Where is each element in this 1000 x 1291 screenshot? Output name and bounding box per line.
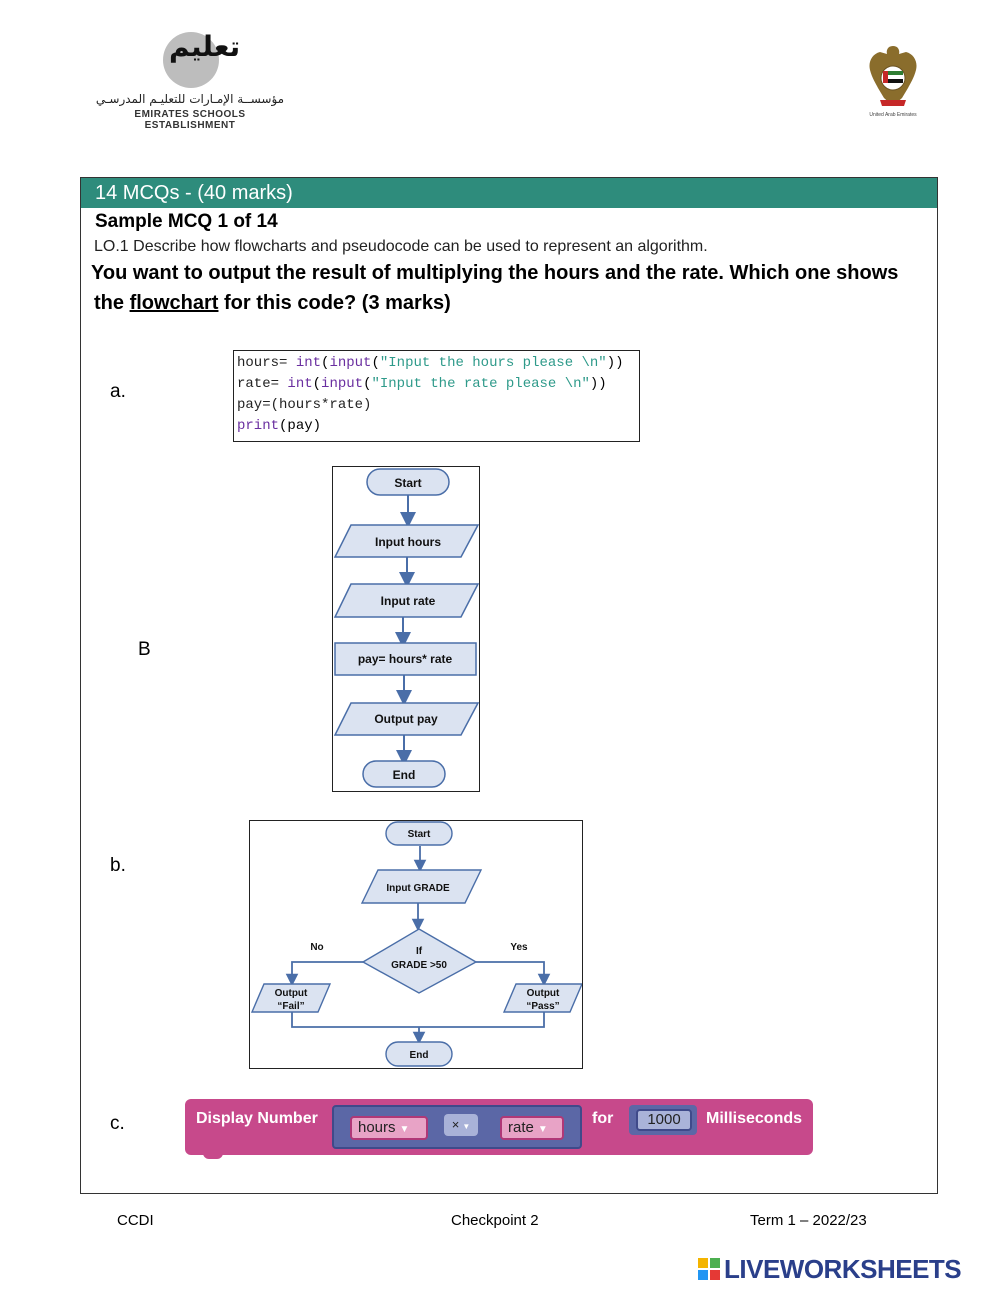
footer-course: CCDI (117, 1212, 154, 1229)
block-milliseconds-label: Milliseconds (706, 1110, 803, 1127)
variable-rate-pill[interactable]: rate▼ (500, 1116, 564, 1140)
learning-objective: LO.1 Describe how flowcharts and pseudoc… (94, 238, 708, 255)
flow-start-shape (366, 468, 450, 496)
uae-emblem: United Arab Emirates (858, 40, 928, 122)
flow-b-yes-label: Yes (510, 942, 528, 953)
code-token: print (237, 418, 280, 434)
dropdown-arrow-icon: ▼ (399, 1124, 410, 1135)
operator-label: × (451, 1117, 460, 1132)
option-c-label[interactable]: c. (110, 1113, 125, 1134)
block-code-option-c[interactable]: Display Number hours▼ ×▼ rate▼ for 1000 … (185, 1099, 813, 1159)
flow-b-pass-shape (502, 983, 584, 1013)
flow-b-decision-shape (361, 928, 478, 994)
multiply-expression-block[interactable]: hours▼ ×▼ rate▼ (332, 1105, 582, 1149)
flow-input-rate-shape (333, 583, 480, 618)
flow-b-fail-shape (250, 983, 332, 1013)
code-token: ( (312, 376, 322, 392)
flow-b-start-shape (385, 821, 453, 846)
flowchart-option-b-upper[interactable]: Start Input hours Input rate pay= hours*… (332, 466, 480, 792)
code-token: int (287, 376, 313, 392)
code-token: "Input the hours please \n" (379, 355, 607, 371)
code-token: int (295, 355, 322, 371)
flow-b-input-shape (360, 869, 483, 904)
code-token: input (329, 355, 372, 371)
question-text-line1: You want to output the result of multipl… (91, 262, 899, 284)
flow-end-shape (362, 760, 446, 788)
flow-output-shape (333, 702, 480, 736)
operator-dropdown[interactable]: ×▼ (444, 1114, 478, 1136)
variable-hours-label: hours (358, 1119, 396, 1136)
option-b-label[interactable]: b. (110, 855, 126, 876)
code-line-2: rate= int(input("Input the rate please \… (237, 374, 639, 395)
flow-b-input-label: Input GRADE (386, 883, 450, 894)
flow-b-start-label: Start (408, 829, 431, 840)
footer-checkpoint: Checkpoint 2 (451, 1212, 539, 1229)
flow-end-label: End (393, 768, 416, 782)
option-a-label[interactable]: a. (110, 381, 126, 402)
code-token: )) (606, 355, 624, 371)
flow-b-end-shape (385, 1041, 453, 1067)
uae-caption: United Arab Emirates (869, 112, 917, 118)
code-token: ( (371, 355, 380, 371)
question-text-line2: the flowchart for this code? (3 marks) (94, 292, 451, 315)
flow-b-decision-label-2: GRADE >50 (391, 960, 447, 971)
question-text-pre: the (94, 292, 130, 314)
flow-b-fail-label-1: Output (275, 988, 308, 999)
milliseconds-number-input[interactable]: 1000 (636, 1109, 692, 1131)
question-box (80, 177, 938, 1194)
org-name-english: EMIRATES SCHOOLS ESTABLISHMENT (134, 109, 246, 131)
flow-input-rate-label: Input rate (381, 594, 436, 608)
question-keyword-flowchart: flowchart (129, 292, 219, 314)
flow-process-shape (334, 642, 477, 676)
liveworksheets-wordmark: LIVEWORKSHEETS (724, 1254, 962, 1284)
flow-b-end-label: End (410, 1050, 429, 1061)
emirates-schools-logo: تعليم مؤسســة الإمـارات للتعليـم المدرسـ… (95, 28, 295, 131)
dropdown-arrow-icon: ▼ (462, 1122, 471, 1131)
code-token: (pay) (279, 418, 322, 434)
block-connector-tab (203, 1151, 223, 1159)
question-text-post: for this code? (3 marks) (218, 292, 451, 314)
code-token: rate= (237, 376, 288, 392)
code-token: ( (363, 376, 372, 392)
python-code-box: hours= int(input("Input the hours please… (233, 350, 640, 442)
flow-b-pass-label-1: Output (527, 988, 560, 999)
section-title: 14 MCQs - (40 marks) (81, 178, 937, 208)
code-line-4: print(pay) (237, 416, 639, 437)
flow-b-decision-label-1: If (416, 946, 423, 957)
logo-circle (163, 32, 219, 88)
code-token: input (321, 376, 364, 392)
logo-arabic-mark: تعليم (169, 30, 241, 63)
variable-rate-label: rate (508, 1119, 534, 1136)
liveworksheets-logo: LIVEWORKSHEETS (698, 1254, 994, 1286)
flow-output-label: Output pay (374, 712, 438, 726)
flow-start-label: Start (394, 476, 421, 490)
code-token: "Input the rate please \n" (371, 376, 590, 392)
code-token: )) (589, 376, 607, 392)
flow-b-pass-label-2: “Pass” (526, 1001, 559, 1012)
question-number: Sample MCQ 1 of 14 (95, 211, 278, 232)
footer-term: Term 1 – 2022/23 (750, 1212, 867, 1229)
code-token: ( (321, 355, 330, 371)
flow-b-no-label: No (310, 942, 323, 953)
flow-b-fail-label-2: “Fail” (277, 1001, 304, 1012)
variable-hours-pill[interactable]: hours▼ (350, 1116, 428, 1140)
falcon-emblem-icon (869, 46, 917, 106)
block-for-label: for (592, 1110, 614, 1127)
dropdown-arrow-icon: ▼ (537, 1124, 548, 1135)
code-line-3: pay=(hours*rate) (237, 397, 372, 413)
option-b-upper-label[interactable]: B (138, 639, 151, 660)
flow-process-label: pay= hours* rate (358, 652, 453, 666)
org-name-arabic: مؤسســة الإمـارات للتعليـم المدرسـي (95, 92, 285, 106)
block-display-label: Display Number (196, 1110, 318, 1127)
liveworksheets-squares-icon (698, 1258, 720, 1280)
flow-input-hours-shape (333, 524, 480, 558)
flowchart-option-b[interactable]: Start Input GRADE If GRADE >50 No Yes Ou… (249, 820, 584, 1069)
flow-input-hours-label: Input hours (375, 535, 441, 549)
code-token: hours= (237, 355, 296, 371)
code-line-1: hours= int(input("Input the hours please… (237, 353, 639, 374)
